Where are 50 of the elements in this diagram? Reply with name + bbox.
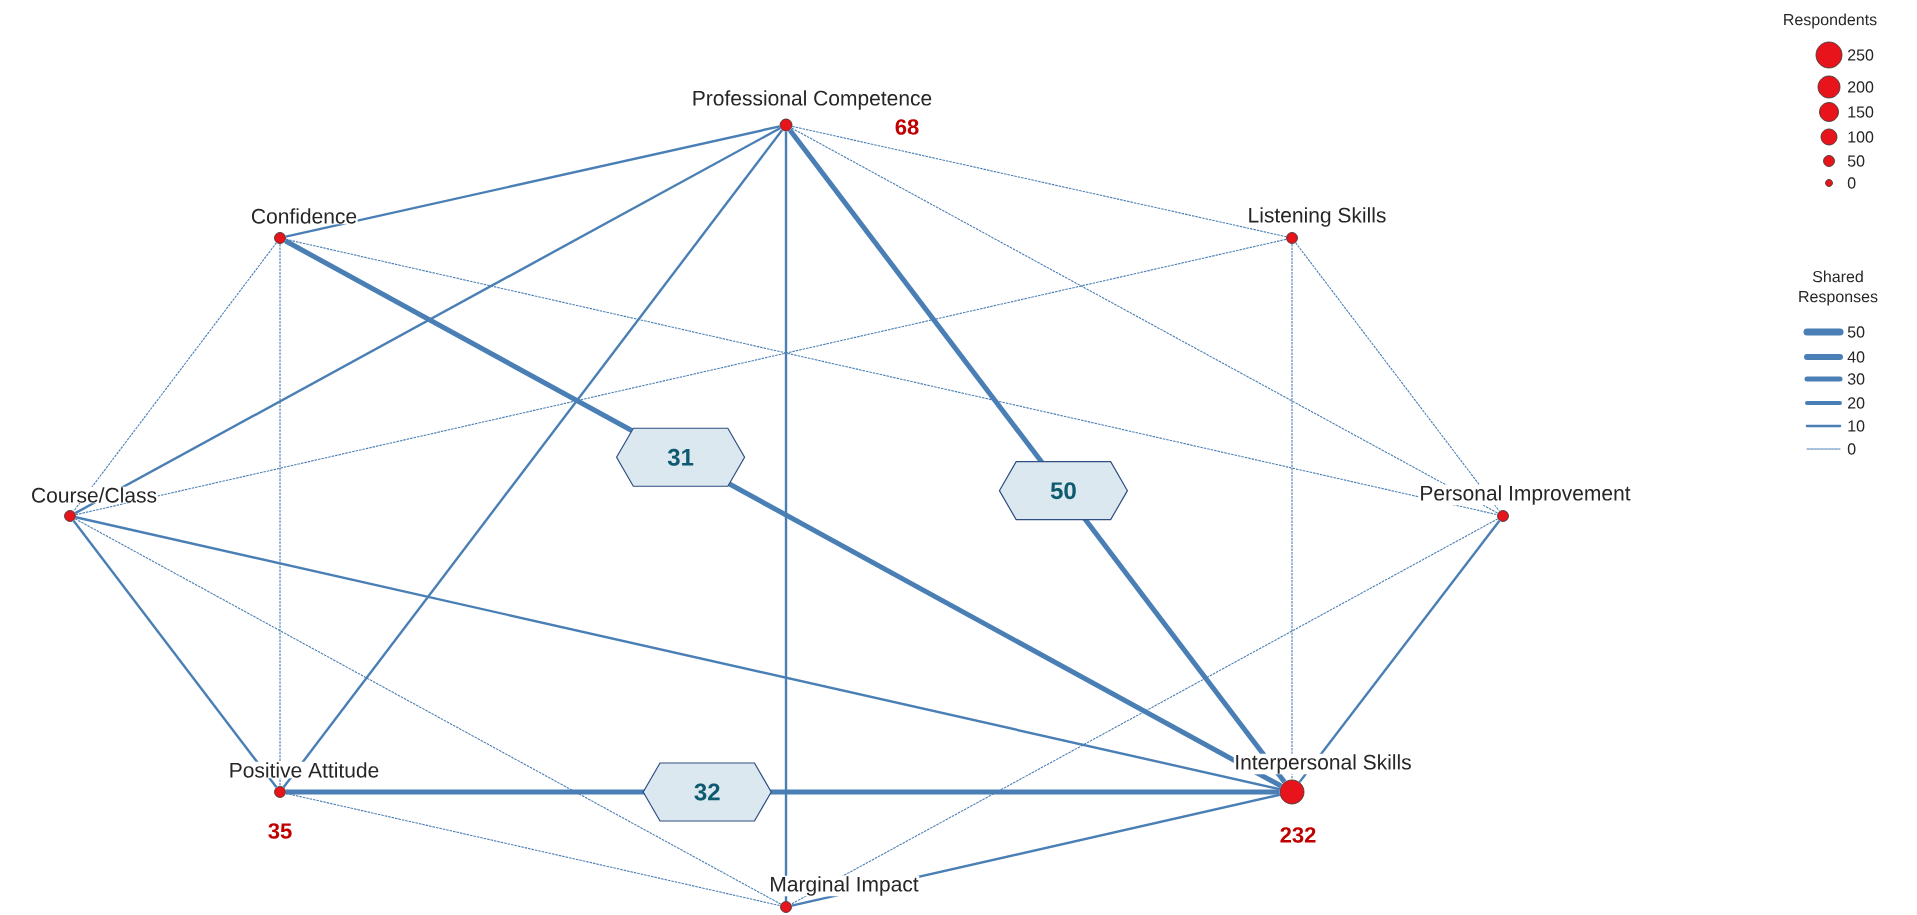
legend-value: 50 [1847,155,1865,167]
connector-line [75,516,1281,791]
edge-label: 32 [642,762,772,822]
node-dot [1279,779,1305,805]
node-label: Positive Attitude [228,761,380,779]
connector-line [1291,243,1293,781]
connector-line [279,243,281,787]
connector-line [74,127,781,515]
legend-value: 250 [1848,49,1874,61]
connector-line [784,131,788,902]
legend-value: 0 [1847,177,1856,189]
node-label: Marginal Impact [768,875,920,897]
edge-label: 50 [998,461,1129,521]
node-label: Professional Competence [691,89,933,111]
connector-line [791,127,1499,514]
legend-value: 100 [1848,131,1874,143]
connector-line [73,242,277,512]
node-label: Personal Improvement [1418,484,1632,506]
legend-value: 0 [1847,443,1856,455]
connector-line [1295,242,1500,512]
legend-value: 150 [1848,106,1874,118]
node-label: Listening Skills [1247,206,1387,228]
connector-line [72,519,278,788]
legend-title: Shared Responses [1799,270,1878,306]
connector-line [791,125,1287,238]
connector-line [285,792,781,907]
connector-line [75,238,1287,516]
legend-value: 30 [1847,373,1865,385]
legend-value: 200 [1848,81,1874,93]
legend-value: 20 [1848,397,1865,409]
connector-line [284,238,1283,789]
edge-label: 31 [615,427,746,487]
node-dot [780,901,792,913]
node-label: Course/Class [30,486,158,504]
connector-line [74,518,782,905]
node-label: Interpersonal Skills [1233,753,1413,775]
connector-line [790,518,1499,905]
node-label: Confidence [250,207,358,225]
legend-value: 50 [1847,326,1865,338]
connector-line [285,125,781,238]
connector-line [787,128,1287,784]
count-number: 35 [268,823,292,839]
connector-line [282,129,784,788]
count-number: 232 [1280,827,1316,843]
connector-line [1298,519,1501,783]
legend-value: 10 [1848,420,1865,432]
connector-line [285,238,1498,516]
legend-value: 40 [1847,351,1865,363]
legend-title: Respondents [1784,13,1877,29]
count-number: 68 [895,119,919,135]
